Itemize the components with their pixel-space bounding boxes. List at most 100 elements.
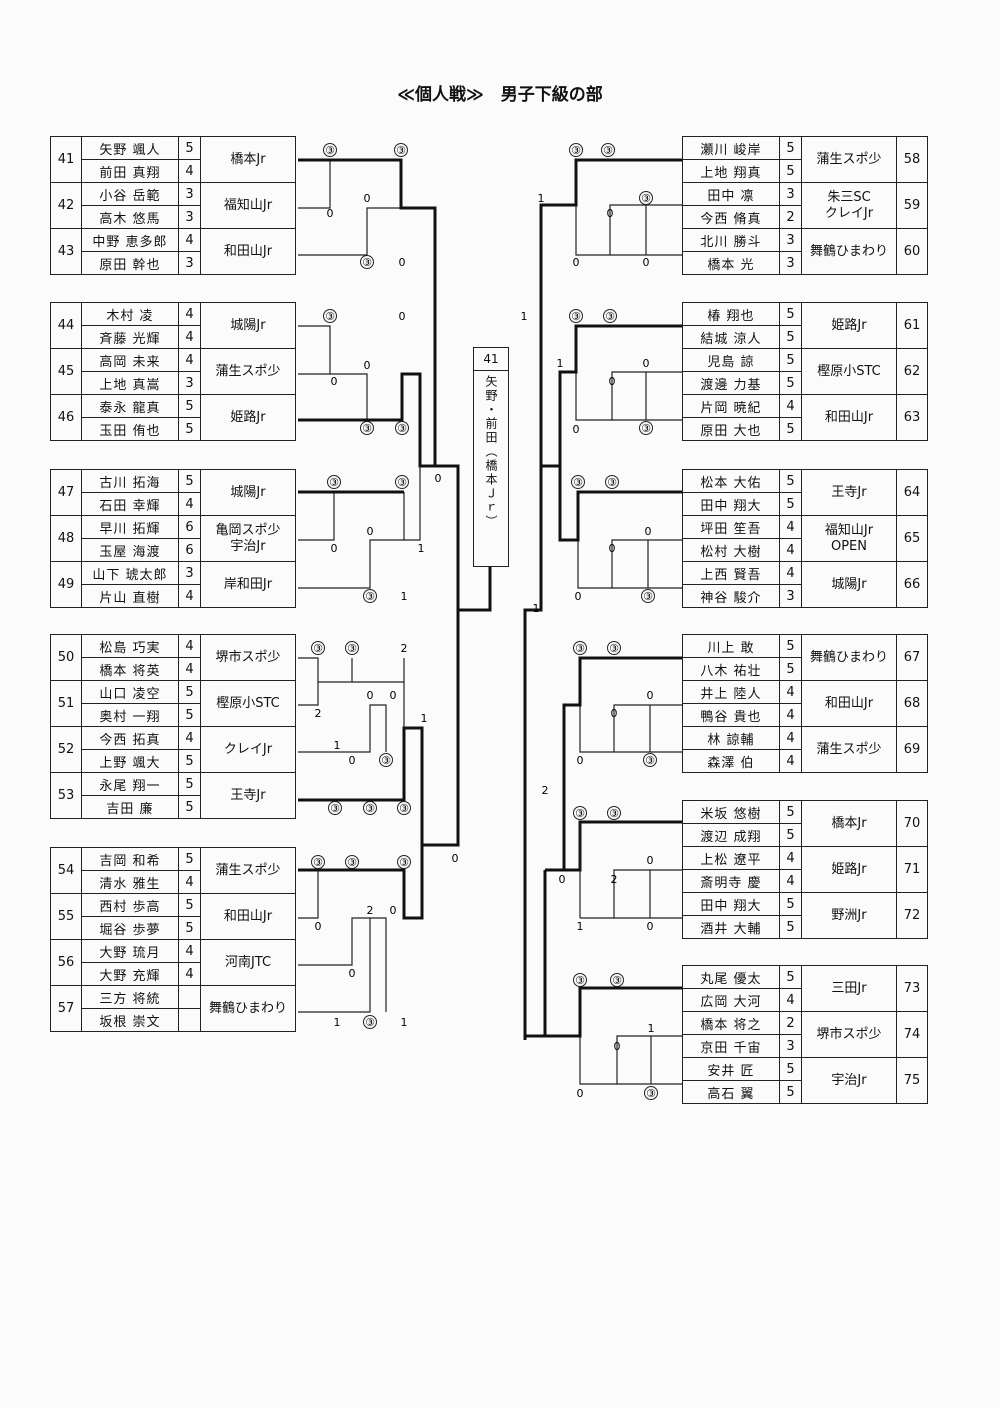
club-name: 堺市スポ少 xyxy=(801,1011,897,1058)
player-grade: 4 xyxy=(779,394,802,418)
score-value: ③ xyxy=(641,422,651,435)
score-value: 0 xyxy=(331,375,338,388)
player-grade: 4 xyxy=(178,657,201,681)
score-value: 1 xyxy=(648,1022,655,1035)
score-mark: ③ xyxy=(363,801,377,815)
player-grade xyxy=(178,985,201,1009)
player-name: 森澤 伯 xyxy=(682,749,780,773)
entry-number: 72 xyxy=(896,892,928,939)
player-name: 上地 真嵩 xyxy=(81,371,179,395)
score-value: 0 xyxy=(577,1087,584,1100)
club-name: 和田山Jr xyxy=(801,394,897,441)
club-name: 舞鶴ひまわり xyxy=(200,985,296,1032)
player-name: 片山 直樹 xyxy=(81,584,179,608)
score-mark: ③ xyxy=(573,973,587,987)
player-name: 斎明寺 慶 xyxy=(682,869,780,893)
score-value: ③ xyxy=(573,476,583,489)
score-mark: ③ xyxy=(345,641,359,655)
score-mark: 0 xyxy=(647,689,654,702)
score-value: 0 xyxy=(575,590,582,603)
club-name: 樫原小STC xyxy=(200,680,296,727)
player-name: 原田 大也 xyxy=(682,417,780,441)
entry-number: 57 xyxy=(50,985,82,1032)
score-mark: ③ xyxy=(397,801,411,815)
club-line: OPEN xyxy=(830,538,867,554)
score-value: 0 xyxy=(327,207,334,220)
player-name: 酒井 大輔 xyxy=(682,915,780,939)
club-line: 姫路Jr xyxy=(831,861,867,877)
player-name: 北川 勝斗 xyxy=(682,228,780,252)
player-grade: 5 xyxy=(178,847,201,871)
score-value: ③ xyxy=(365,802,375,815)
score-value: ③ xyxy=(643,590,653,603)
entry-number: 74 xyxy=(896,1011,928,1058)
club-name: 福知山Jr xyxy=(200,182,296,229)
score-value: 0 xyxy=(349,754,356,767)
score-value: ③ xyxy=(313,642,323,655)
score-value: 0 xyxy=(573,256,580,269)
club-line: 蒲生スポ少 xyxy=(215,862,281,878)
player-name: 山下 琥太郎 xyxy=(81,561,179,585)
entry-number: 60 xyxy=(896,228,928,275)
player-grade: 5 xyxy=(779,915,802,939)
score-mark: ③ xyxy=(610,973,624,987)
player-grade: 5 xyxy=(779,492,802,516)
entry-number: 55 xyxy=(50,893,82,940)
score-value: 1 xyxy=(533,602,540,615)
club-name: 河南JTC xyxy=(200,939,296,986)
entry-number: 59 xyxy=(896,182,928,229)
score-value: 1 xyxy=(577,920,584,933)
player-grade: 5 xyxy=(779,1080,802,1104)
score-value: 0 xyxy=(364,359,371,372)
player-name: 上松 遼平 xyxy=(682,846,780,870)
score-mark: 0 xyxy=(315,920,322,933)
score-mark: 0 xyxy=(573,256,580,269)
player-name: 上地 翔真 xyxy=(682,159,780,183)
score-value: 0 xyxy=(643,357,650,370)
score-mark: ③ xyxy=(644,1086,658,1100)
score-mark: ③ xyxy=(605,475,619,489)
club-line: 和田山Jr xyxy=(824,695,874,711)
score-value: ③ xyxy=(329,476,339,489)
club-line: 橋本Jr xyxy=(230,151,266,167)
club-name: クレイJr xyxy=(200,726,296,773)
score-mark: ③ xyxy=(601,143,615,157)
player-grade xyxy=(178,1008,201,1032)
player-name: 永尾 翔一 xyxy=(81,772,179,796)
player-name: 中野 恵多郎 xyxy=(81,228,179,252)
player-name: 京田 千宙 xyxy=(682,1034,780,1058)
player-grade: 4 xyxy=(178,962,201,986)
score-value: ③ xyxy=(571,310,581,323)
club-line: 城陽Jr xyxy=(230,317,266,333)
player-name: 丸尾 優太 xyxy=(682,965,780,989)
player-name: 田中 翔大 xyxy=(682,492,780,516)
player-name: 井上 陸人 xyxy=(682,680,780,704)
player-name: 奥村 一翔 xyxy=(81,703,179,727)
score-mark: 2 xyxy=(542,784,549,797)
player-grade: 4 xyxy=(178,325,201,349)
score-value: ③ xyxy=(396,144,406,157)
score-value: ③ xyxy=(575,642,585,655)
player-name: 大野 充輝 xyxy=(81,962,179,986)
player-name: 高岡 未来 xyxy=(81,348,179,372)
score-value: ③ xyxy=(397,476,407,489)
entry-number: 44 xyxy=(50,302,82,349)
score-value: 0 xyxy=(559,873,566,886)
player-grade: 5 xyxy=(779,348,802,372)
player-name: 玉屋 海渡 xyxy=(81,538,179,562)
club-name: 三田Jr xyxy=(801,965,897,1012)
score-value: ③ xyxy=(325,310,335,323)
entry-number: 64 xyxy=(896,469,928,516)
